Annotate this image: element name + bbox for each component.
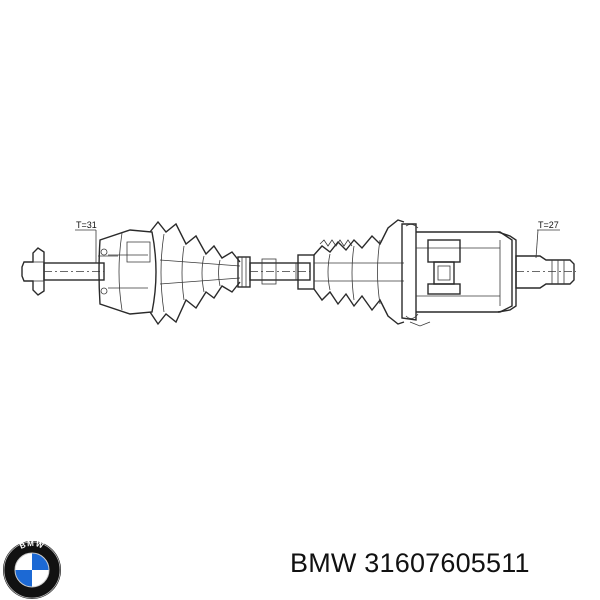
main-shaft (249, 258, 311, 285)
svg-text:T=31: T=31 (76, 220, 97, 230)
svg-text:T=27: T=27 (538, 220, 559, 230)
right-boot (297, 219, 405, 325)
left-stub-shaft (43, 262, 105, 281)
brand-name: BMW (290, 548, 357, 578)
right-stub-shaft (515, 255, 576, 289)
svg-text:BMW: BMW (18, 540, 45, 551)
part-caption: BMW 31607605511 (290, 548, 530, 579)
left-boot (149, 220, 241, 326)
bmw-roundel-icon: BMW (3, 540, 61, 599)
part-number: 31607605511 (364, 548, 530, 578)
logo-text: BMW (18, 540, 44, 551)
left-flange (21, 247, 45, 296)
left-cv-joint (98, 229, 157, 315)
right-spline-label: T=27 (535, 220, 560, 259)
left-spline-label: T=31 (75, 220, 97, 263)
right-tripod-joint (401, 223, 517, 327)
